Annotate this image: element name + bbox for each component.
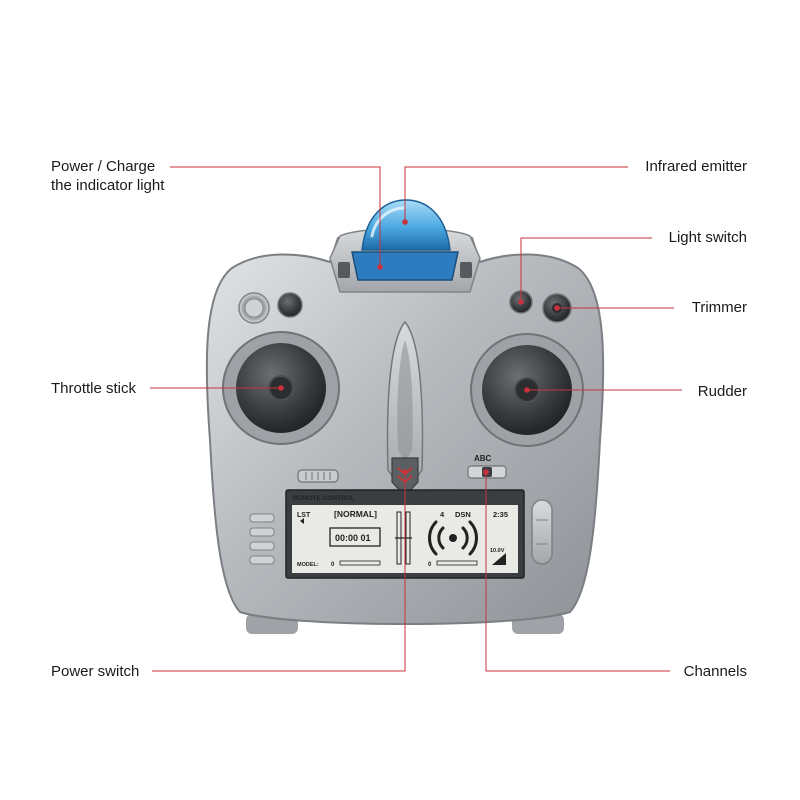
callout-trimmer: Trimmer (691, 299, 747, 316)
lcd-left-arrow-icon (300, 518, 304, 524)
lcd-signal-icon (428, 520, 478, 556)
callout-power-charge-line2: the indicator light (51, 177, 165, 194)
leader-dots (278, 219, 560, 475)
leader-power-charge (170, 166, 381, 267)
controller: ABC REMOTE CONTROL LST [NORMAL] 4 DSN 2:… (205, 199, 605, 634)
dot-infrared-emitter (402, 219, 408, 225)
left-shoulder-button[interactable] (244, 298, 264, 318)
visor-base (351, 251, 459, 281)
lcd-voltage: 10.0V (490, 548, 505, 554)
lcd-timer: 00:00 01 (335, 533, 371, 543)
leader-light-switch (520, 237, 652, 302)
visor-highlight (370, 206, 406, 238)
left-trim-ticks (305, 472, 331, 480)
visor-slit-right (460, 262, 472, 278)
power-indicator-light (277, 292, 303, 318)
leader-lines (150, 166, 682, 672)
lcd-right-trim-bar (436, 560, 478, 566)
lcd-content: LST [NORMAL] 4 DSN 2:35 00:00 01 10.0V M… (297, 509, 508, 568)
callout-power-switch: Power switch (51, 663, 140, 680)
callout-rudder: Rudder (697, 383, 747, 400)
lcd-dsn: DSN (455, 510, 471, 519)
side-button[interactable] (249, 513, 275, 523)
dot-power-switch (402, 469, 408, 475)
leader-channels (485, 472, 670, 672)
side-button[interactable] (249, 555, 275, 565)
right-capsule-grip (531, 499, 553, 565)
callout-light-switch: Light switch (668, 229, 747, 246)
leader-infrared-emitter (404, 166, 628, 222)
lcd-right-zero: 0 (428, 562, 432, 568)
dot-throttle-stick (278, 385, 284, 391)
lcd-list-tag: LST (297, 512, 311, 519)
panel-label: REMOTE CONTROL (293, 495, 355, 502)
dot-power-charge (377, 264, 383, 270)
infrared-emitter-dome (361, 199, 451, 251)
lcd-left-zero: 0 (331, 562, 335, 568)
visor-slit-left (338, 262, 350, 278)
callout-throttle-stick: Throttle stick (51, 380, 137, 397)
lcd-timer-box (329, 527, 381, 547)
dot-channels (483, 469, 489, 475)
lcd-model-label: MODEL: (297, 562, 319, 568)
dot-trimmer (554, 305, 560, 311)
channel-switch-label: ABC (474, 454, 492, 463)
lcd-channel: 4 (440, 510, 445, 519)
lcd-left-trim-bar (339, 560, 381, 566)
dot-light-switch (518, 299, 524, 305)
lcd-battery-bars-icon (492, 553, 506, 565)
callout-power-charge-line1: Power / Charge (51, 158, 156, 175)
callout-infrared-emitter: Infrared emitter (645, 158, 747, 175)
leader-power-switch (152, 472, 406, 672)
dot-rudder (524, 387, 530, 393)
center-ridge-groove (397, 340, 413, 462)
callout-channels: Channels (683, 663, 747, 680)
side-button[interactable] (249, 541, 275, 551)
lcd-clock: 2:35 (493, 510, 508, 519)
side-button[interactable] (249, 527, 275, 537)
side-button-stack (249, 513, 275, 565)
callout-power-charge: Power / Charge the indicator light (51, 157, 164, 195)
lcd-mode: [NORMAL] (334, 509, 377, 519)
